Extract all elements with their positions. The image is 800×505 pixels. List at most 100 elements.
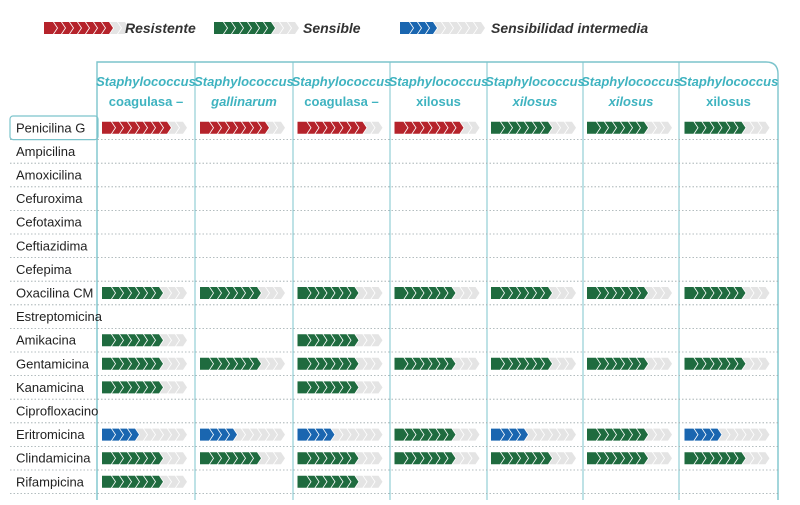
mark-row-14-col-1 bbox=[102, 428, 187, 441]
mark-r11-c5-segment-3 bbox=[509, 357, 520, 370]
mark-r11-c2-segment-4 bbox=[226, 357, 237, 370]
mark-r1-c1-segment-7 bbox=[152, 121, 163, 134]
mark-row-8-col-5 bbox=[491, 287, 576, 299]
mark-r14-c5-segment-5 bbox=[525, 428, 536, 441]
legend-R-marker-segment-3 bbox=[62, 22, 73, 34]
mark-row-1-col-3 bbox=[297, 121, 383, 134]
mark-r15-c6-segment-3 bbox=[605, 452, 616, 465]
legend-I-marker-segment-3 bbox=[418, 22, 429, 34]
mark-r11-c7-segment-4 bbox=[710, 357, 722, 370]
mark-r10-c3-segment-7 bbox=[347, 334, 359, 347]
mark-r11-c5-segment-9 bbox=[557, 357, 568, 370]
mark-r15-c3-segment-1 bbox=[297, 452, 311, 465]
mark-r14-c6-segment-5 bbox=[621, 428, 632, 441]
mark-row-11-col-3 bbox=[297, 357, 383, 370]
mark-r14-c7-segment-2 bbox=[694, 428, 706, 441]
mark-r14-c1-segment-5 bbox=[136, 428, 147, 441]
mark-r16-c1-segment-10 bbox=[176, 475, 187, 488]
mark-r8-c3-segment-9 bbox=[363, 287, 375, 299]
mark-r14-c5-segment-4 bbox=[517, 428, 528, 441]
mark-r15-c3-segment-6 bbox=[339, 452, 351, 465]
mark-r1-c4-segment-8 bbox=[452, 121, 464, 134]
mark-r15-c2-segment-9 bbox=[266, 452, 277, 465]
mark-r1-c5-segment-1 bbox=[491, 121, 504, 134]
legend-label-I: Sensibilidad intermedia bbox=[491, 20, 648, 36]
mark-r11-c5-segment-1 bbox=[491, 357, 504, 370]
row-label-2: Ampicilina bbox=[16, 144, 76, 159]
mark-r1-c1-segment-6 bbox=[144, 121, 155, 134]
mark-r8-c3-segment-5 bbox=[331, 287, 343, 299]
mark-row-15-col-2 bbox=[200, 452, 285, 465]
mark-r8-c1-segment-3 bbox=[120, 287, 131, 299]
mark-r11-c6-segment-10 bbox=[661, 357, 672, 370]
mark-r8-c4-segment-2 bbox=[404, 287, 416, 299]
mark-r14-c4-segment-4 bbox=[420, 428, 432, 441]
mark-r1-c2-segment-8 bbox=[258, 121, 269, 134]
mark-r10-c1-segment-6 bbox=[144, 334, 155, 347]
mark-r14-c2-segment-4 bbox=[226, 428, 237, 441]
mark-r14-c6-segment-4 bbox=[613, 428, 624, 441]
mark-r15-c5-segment-10 bbox=[565, 452, 576, 465]
mark-r15-c1-segment-1 bbox=[102, 452, 115, 465]
legend-S-marker-segment-2 bbox=[224, 22, 235, 34]
row-label-15: Clindamicina bbox=[16, 451, 91, 466]
mark-r14-c5-segment-6 bbox=[533, 428, 544, 441]
mark-r8-c1-segment-6 bbox=[144, 287, 155, 299]
mark-r11-c6-segment-6 bbox=[629, 357, 640, 370]
mark-r15-c1-segment-4 bbox=[128, 452, 139, 465]
mark-r15-c6-segment-5 bbox=[621, 452, 632, 465]
mark-r11-c7-segment-2 bbox=[694, 357, 706, 370]
mark-row-8-col-6 bbox=[587, 287, 672, 299]
mark-row-1-col-6 bbox=[587, 121, 672, 134]
mark-r15-c4-segment-6 bbox=[436, 452, 448, 465]
legend-item-R: Resistente bbox=[44, 20, 196, 36]
mark-r11-c7-segment-5 bbox=[718, 357, 730, 370]
mark-r8-c7-segment-6 bbox=[726, 287, 738, 299]
mark-r1-c3-segment-2 bbox=[307, 121, 319, 134]
mark-r15-c7-segment-4 bbox=[710, 452, 722, 465]
mark-r8-c3-segment-4 bbox=[323, 287, 335, 299]
mark-r14-c3-segment-2 bbox=[307, 428, 319, 441]
mark-r10-c1-segment-5 bbox=[136, 334, 147, 347]
mark-r14-c1-segment-3 bbox=[120, 428, 131, 441]
mark-r1-c6-segment-3 bbox=[605, 121, 616, 134]
mark-r11-c6-segment-8 bbox=[645, 357, 656, 370]
mark-r10-c3-segment-1 bbox=[297, 334, 311, 347]
mark-r14-c6-segment-9 bbox=[653, 428, 664, 441]
mark-r11-c6-segment-5 bbox=[621, 357, 632, 370]
mark-r8-c6-segment-8 bbox=[645, 287, 656, 299]
mark-row-16-col-1 bbox=[102, 475, 187, 488]
mark-r8-c6-segment-5 bbox=[621, 287, 632, 299]
mark-r14-c3-segment-1 bbox=[297, 428, 311, 441]
mark-row-15-col-3 bbox=[297, 452, 383, 465]
mark-row-11-col-7 bbox=[684, 357, 770, 370]
mark-r8-c3-segment-3 bbox=[315, 287, 327, 299]
mark-r11-c3-segment-7 bbox=[347, 357, 359, 370]
mark-r16-c3-segment-8 bbox=[355, 475, 367, 488]
column-header-4-species: xilosus bbox=[416, 94, 461, 109]
mark-r16-c1-segment-7 bbox=[152, 475, 163, 488]
mark-r10-c1-segment-7 bbox=[152, 334, 163, 347]
mark-r15-c5-segment-8 bbox=[549, 452, 560, 465]
mark-row-15-col-5 bbox=[491, 452, 576, 465]
mark-r15-c6-segment-2 bbox=[597, 452, 608, 465]
mark-r1-c1-segment-2 bbox=[112, 121, 123, 134]
mark-r15-c6-segment-10 bbox=[661, 452, 672, 465]
legend-I-marker-segment-4 bbox=[426, 22, 437, 34]
mark-r1-c2-segment-3 bbox=[218, 121, 229, 134]
mark-r11-c7-segment-10 bbox=[758, 357, 770, 370]
mark-r11-c5-segment-10 bbox=[565, 357, 576, 370]
legend-R-marker-segment-10 bbox=[118, 22, 129, 34]
column-header-2-genus: Staphylococcus bbox=[194, 74, 294, 89]
mark-r8-c2-segment-10 bbox=[274, 287, 285, 299]
mark-r11-c2-segment-3 bbox=[218, 357, 229, 370]
mark-r15-c5-segment-7 bbox=[541, 452, 552, 465]
mark-row-15-col-6 bbox=[587, 452, 672, 465]
mark-r14-c3-segment-9 bbox=[363, 428, 375, 441]
mark-r12-c3-segment-8 bbox=[355, 381, 367, 394]
mark-r1-c4-segment-10 bbox=[468, 121, 480, 134]
mark-r16-c3-segment-9 bbox=[363, 475, 375, 488]
mark-r15-c1-segment-10 bbox=[176, 452, 187, 465]
mark-r12-c3-segment-5 bbox=[331, 381, 343, 394]
